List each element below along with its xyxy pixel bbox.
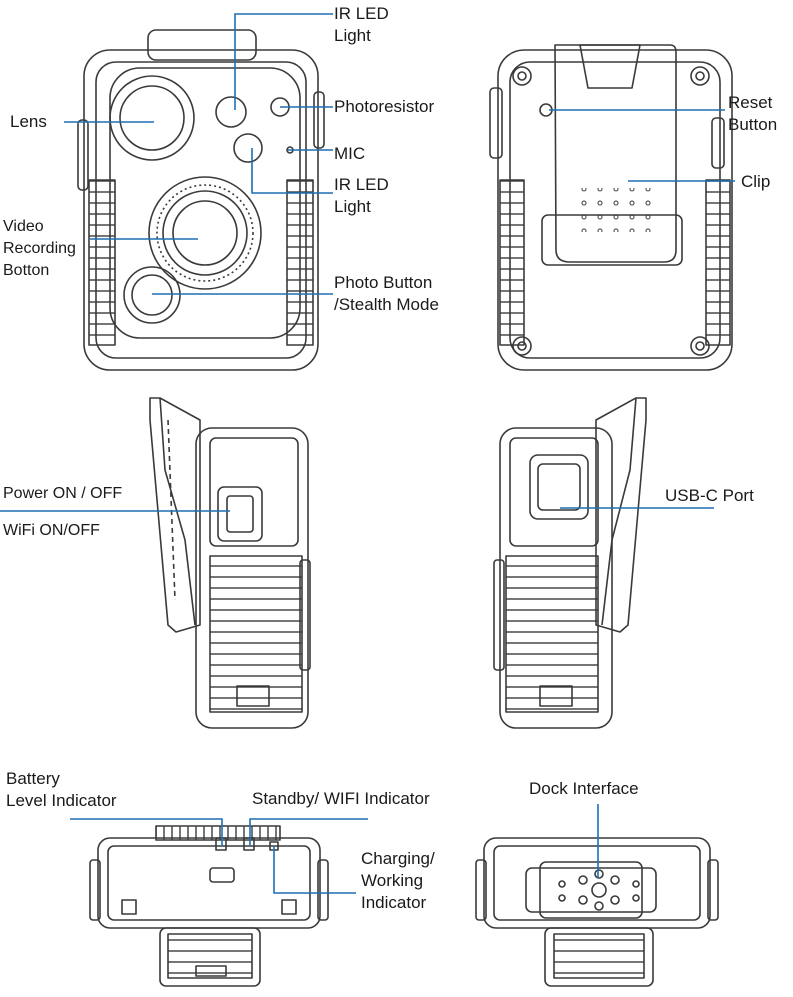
leader-lines bbox=[0, 13, 735, 894]
left-side-view bbox=[149, 397, 311, 729]
photo-line2: /Stealth Mode bbox=[334, 295, 439, 314]
lens-label: Lens bbox=[10, 112, 47, 131]
photo-button-label: Photo Button /Stealth Mode bbox=[334, 272, 439, 316]
photo-line1: Photo Button bbox=[334, 273, 433, 292]
charging-line2: Working bbox=[361, 871, 424, 890]
battery-line1: Battery bbox=[6, 769, 60, 788]
ir-led-bottom-label: IR LED Light bbox=[334, 174, 389, 218]
video-line2: Recording bbox=[3, 240, 76, 257]
charging-line3: Indicator bbox=[361, 893, 427, 912]
back-view bbox=[489, 44, 733, 371]
bottom-view bbox=[475, 837, 719, 987]
right-side-view bbox=[493, 397, 647, 729]
power-label: Power ON / OFF bbox=[3, 485, 123, 502]
battery-label: Battery Level Indicator bbox=[6, 768, 117, 812]
ir-led-bottom-line1: IR LED bbox=[334, 175, 389, 194]
usbc-label: USB-C Port bbox=[665, 486, 754, 505]
clip-label: Clip bbox=[741, 172, 771, 191]
photoresistor-label: Photoresistor bbox=[334, 97, 435, 116]
top-view bbox=[89, 825, 329, 987]
ir-led-bottom-line2: Light bbox=[334, 197, 371, 216]
front-view bbox=[77, 29, 325, 371]
battery-line2: Level Indicator bbox=[6, 791, 117, 810]
ir-led-top-line1: IR LED bbox=[334, 4, 389, 23]
ir-led-top-label: IR LED Light bbox=[334, 3, 389, 47]
charging-line1: Charging/ bbox=[361, 849, 435, 868]
video-line1: Video bbox=[3, 218, 44, 235]
standby-label: Standby/ WIFI Indicator bbox=[252, 789, 430, 808]
ir-led-top-line2: Light bbox=[334, 26, 371, 45]
mic-label: MIC bbox=[334, 144, 366, 163]
reset-line1: Reset bbox=[728, 93, 773, 112]
wifi-label: WiFi ON/OFF bbox=[3, 522, 100, 539]
reset-line2: Button bbox=[728, 115, 778, 134]
dock-label: Dock Interface bbox=[529, 779, 639, 798]
video-recording-label: Video Recording Botton bbox=[3, 216, 76, 282]
reset-button-label: Reset Button bbox=[728, 92, 777, 136]
video-line3: Botton bbox=[3, 262, 50, 279]
charging-label: Charging/ Working Indicator bbox=[361, 848, 435, 914]
